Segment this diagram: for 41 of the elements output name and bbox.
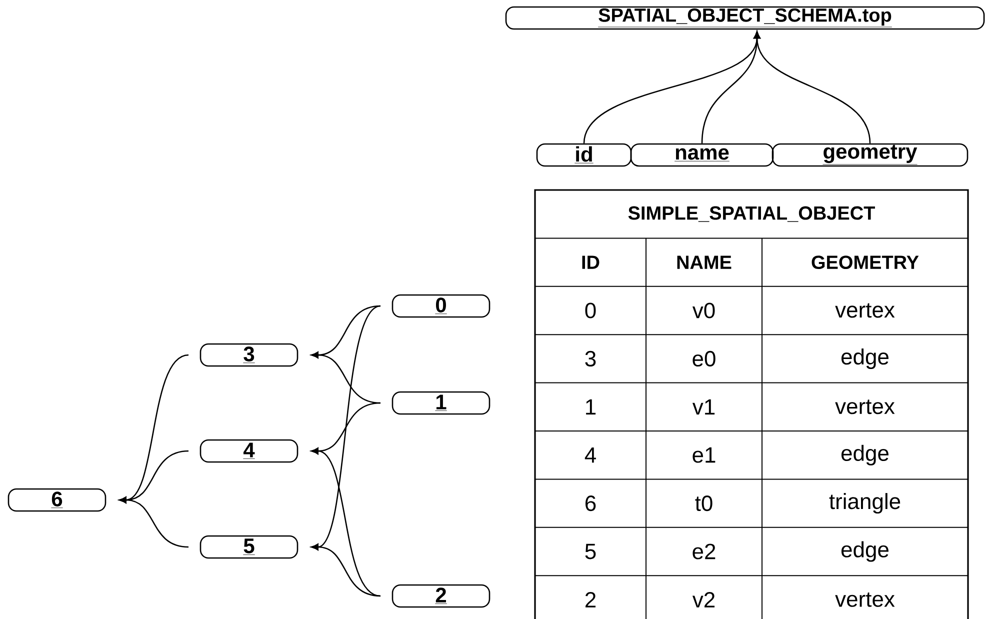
table-cell: edge [841,541,888,562]
rounded-box: 1 [392,391,490,415]
arrow [311,544,381,597]
table-cell: v2 [692,592,715,608]
table-cell: 4 [584,448,596,463]
rounded-box: 5 [200,535,298,559]
table-cell: vertex [835,400,895,414]
rounded-box: name [630,143,774,167]
table-cell: v1 [692,399,715,414]
table-cell: SIMPLE_SPATIAL_OBJECT [628,206,875,222]
rounded-box: 4 [200,439,298,463]
table-cell: vertex [835,303,895,318]
table-cell: vertex [835,592,895,607]
table-cell: 1 [586,399,596,414]
rounded-box: geometry [772,143,968,167]
rounded-box: 3 [200,343,298,367]
arrow [311,448,381,597]
table-cell: 3 [585,350,596,366]
table-cell: triangle [829,493,900,514]
table-cell: ID [582,256,600,269]
table-cell: GEOMETRY [812,256,919,270]
table-cell: t0 [695,496,712,512]
table-cell: edge [841,348,888,369]
rounded-box: 2 [392,584,490,608]
table-cell: 6 [586,496,596,512]
rounded-box: 0 [392,294,490,318]
table-cell: v0 [692,302,715,318]
table-cell: e2 [692,544,716,560]
table-cell: NAME [677,256,732,269]
table-cell: 5 [585,544,596,560]
arrow [311,352,381,404]
rounded-box: id [536,143,632,167]
rounded-box: 6 [8,488,106,512]
rounded-box: SPATIAL_OBJECT_SCHEMA.top [505,6,985,30]
table-cell: e1 [692,447,716,463]
arrow [754,31,871,144]
table-cell: 2 [586,592,596,608]
table-cell: 0 [585,302,596,318]
arrow [119,496,189,548]
table-cell: e0 [692,350,716,366]
table-cell: edge [841,444,888,466]
